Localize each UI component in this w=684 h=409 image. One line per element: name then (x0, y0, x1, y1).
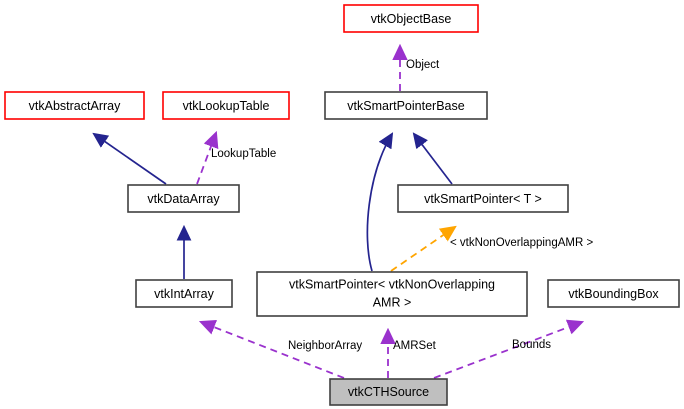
node-label: vtkSmartPointer< T > (424, 192, 542, 206)
edge-line (196, 133, 216, 185)
node-vtklookuptable[interactable]: vtkLookupTable (162, 91, 290, 120)
edge-label-layer: Object LookupTable < vtkNonOverlappingAM… (211, 59, 593, 352)
node-vtkabstractarray[interactable]: vtkAbstractArray (4, 91, 145, 120)
node-vtkcthsource[interactable]: vtkCTHSource (329, 378, 448, 406)
node-vtkboundingbox[interactable]: vtkBoundingBox (547, 279, 680, 308)
edge-label-neighborarray: NeighborArray (288, 340, 362, 352)
node-label-line2: AMR > (373, 295, 412, 309)
node-label: vtkIntArray (154, 287, 214, 301)
node-label: vtkLookupTable (183, 99, 270, 113)
edge-line (201, 322, 345, 379)
edge-line (366, 134, 392, 272)
node-label: vtkAbstractArray (29, 99, 121, 113)
edge-label-lookuptable: LookupTable (211, 148, 276, 160)
edge-label-nonoverlappingamr: < vtkNonOverlappingAMR > (450, 237, 593, 249)
edge-smartpointeramr-to-smartpointerbase (366, 134, 392, 272)
node-vtksmartpointer-t[interactable]: vtkSmartPointer< T > (397, 184, 569, 213)
node-vtksmartpointerbase[interactable]: vtkSmartPointerBase (324, 91, 488, 120)
node-box[interactable] (324, 91, 488, 120)
node-label: vtkSmartPointerBase (347, 99, 464, 113)
node-box[interactable] (127, 184, 240, 213)
node-vtkobjectbase[interactable]: vtkObjectBase (343, 4, 479, 33)
node-label: vtkCTHSource (348, 385, 429, 399)
edge-line (433, 322, 582, 379)
edge-cthsource-to-intarray (201, 322, 345, 379)
edge-layer (94, 46, 582, 379)
node-label-line1: vtkSmartPointer< vtkNonOverlapping (289, 277, 495, 291)
node-label: vtkDataArray (147, 192, 220, 206)
node-box[interactable] (547, 279, 680, 308)
edge-cthsource-to-boundingbox (433, 322, 582, 379)
edge-smartpointeramr-to-smartpointert (390, 227, 455, 272)
edge-line (94, 134, 167, 185)
edge-dataarray-to-lookuptable (196, 133, 216, 185)
node-box[interactable] (329, 378, 448, 406)
node-layer: vtkObjectBase vtkAbstractArray vtkLookup… (4, 4, 680, 406)
node-box[interactable] (4, 91, 145, 120)
edge-label-amrset: AMRSet (393, 340, 437, 352)
node-vtkdataarray[interactable]: vtkDataArray (127, 184, 240, 213)
edge-label-object: Object (406, 59, 440, 71)
edge-label-bounds: Bounds (512, 339, 551, 351)
edge-dataarray-to-abstractarray (94, 134, 167, 185)
node-box[interactable] (397, 184, 569, 213)
edge-line (414, 134, 453, 185)
node-vtksmartpointer-nonoverlappingamr[interactable]: vtkSmartPointer< vtkNonOverlapping AMR > (256, 271, 528, 317)
edge-smartpointert-to-smartpointerbase (414, 134, 453, 185)
node-box[interactable] (343, 4, 479, 33)
node-label: vtkObjectBase (371, 12, 452, 26)
node-vtkintarray[interactable]: vtkIntArray (135, 279, 233, 308)
node-box[interactable] (162, 91, 290, 120)
node-box[interactable] (256, 271, 528, 317)
edge-line (390, 227, 455, 272)
node-label: vtkBoundingBox (568, 287, 659, 301)
node-box[interactable] (135, 279, 233, 308)
